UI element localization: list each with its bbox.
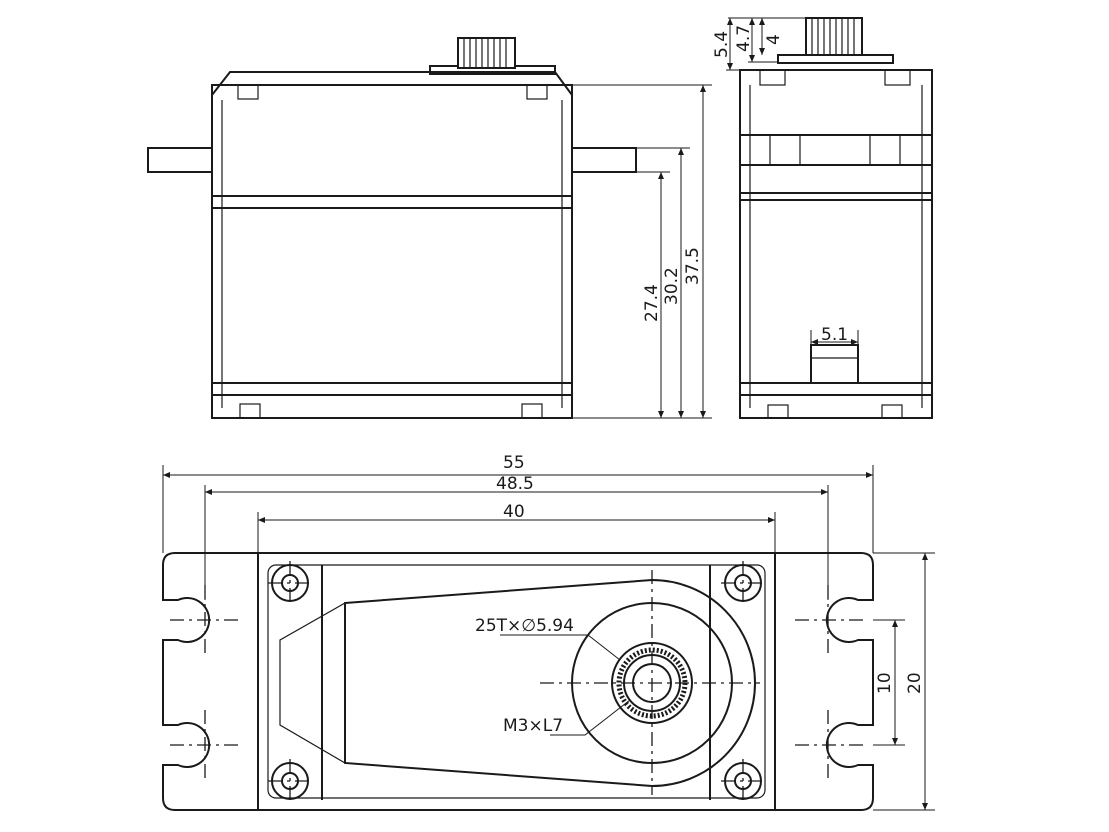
spline-label: 25T×∅5.94 xyxy=(475,616,574,636)
dim-48-5: 48.5 xyxy=(496,474,534,494)
front-view: 37.5 30.2 27.4 xyxy=(147,37,712,419)
output-spline-side xyxy=(805,17,863,56)
dim-27-4: 27.4 xyxy=(642,284,662,322)
dim-55: 55 xyxy=(503,453,525,473)
dim-4: 4 xyxy=(764,34,784,45)
side-view: 5.1 5.4 4.7 4 xyxy=(712,17,933,419)
output-spline-front xyxy=(457,37,516,69)
screw-label: M3×L7 xyxy=(503,716,563,736)
dim-5-1: 5.1 xyxy=(821,325,848,345)
dim-37-5: 37.5 xyxy=(683,247,703,285)
top-view: 25T×∅5.94 M3×L7 55 48.5 40 10 20 xyxy=(162,453,935,811)
dim-10: 10 xyxy=(875,672,895,694)
dim-30-2: 30.2 xyxy=(662,267,682,305)
dim-40: 40 xyxy=(503,502,525,522)
dim-5-4: 5.4 xyxy=(712,31,732,58)
dim-20: 20 xyxy=(905,672,925,694)
dim-4-7: 4.7 xyxy=(734,25,754,52)
